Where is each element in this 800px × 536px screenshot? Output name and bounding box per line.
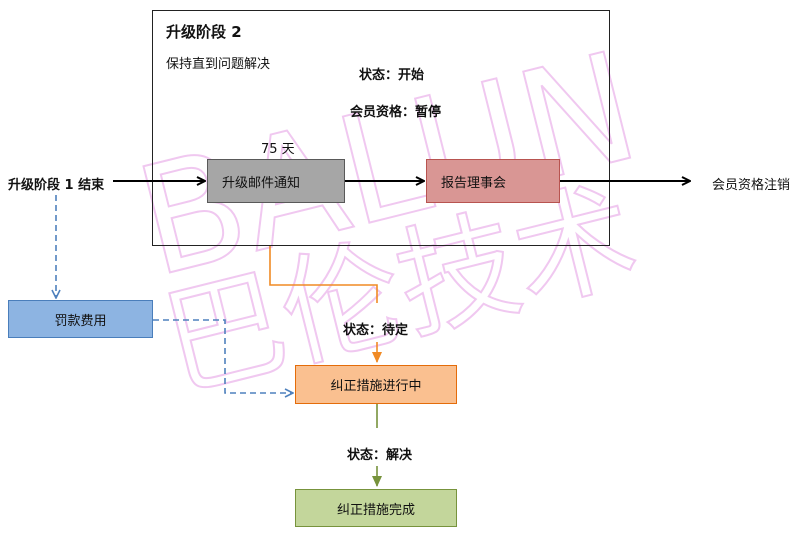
- end-label: 会员资格注销: [712, 178, 791, 193]
- start-label: 升级阶段 1 结束: [8, 178, 105, 193]
- corrective-in-progress-label: 纠正措施进行中: [330, 379, 422, 394]
- corrective-done-node: 纠正措施完成: [295, 489, 457, 527]
- report-board-label: 报告理事会: [441, 175, 507, 191]
- stage-title: 升级阶段 2: [166, 23, 242, 41]
- email-notice-node: 升级邮件通知: [207, 159, 345, 203]
- email-notice-label: 升级邮件通知: [222, 175, 301, 191]
- days-label: 75 天: [261, 142, 295, 157]
- escalation-stage-2-box: [152, 10, 610, 246]
- membership-suspended-label: 会员资格：暂停: [350, 105, 442, 120]
- arrow-stage-to-pending: [269, 246, 378, 303]
- status-pending-label: 状态：待定: [343, 323, 409, 338]
- fine-label: 罚款费用: [54, 313, 107, 329]
- status-resolved-label: 状态：解决: [347, 448, 413, 463]
- stage-subtitle: 保持直到问题解决: [166, 57, 271, 72]
- status-started-label: 状态：开始: [359, 68, 425, 83]
- report-board-node: 报告理事会: [426, 159, 560, 203]
- fine-node: 罚款费用: [8, 300, 153, 338]
- arrow-fine-to-corrective: [153, 319, 293, 393]
- corrective-in-progress-node: 纠正措施进行中: [295, 365, 457, 404]
- corrective-done-label: 纠正措施完成: [336, 502, 415, 518]
